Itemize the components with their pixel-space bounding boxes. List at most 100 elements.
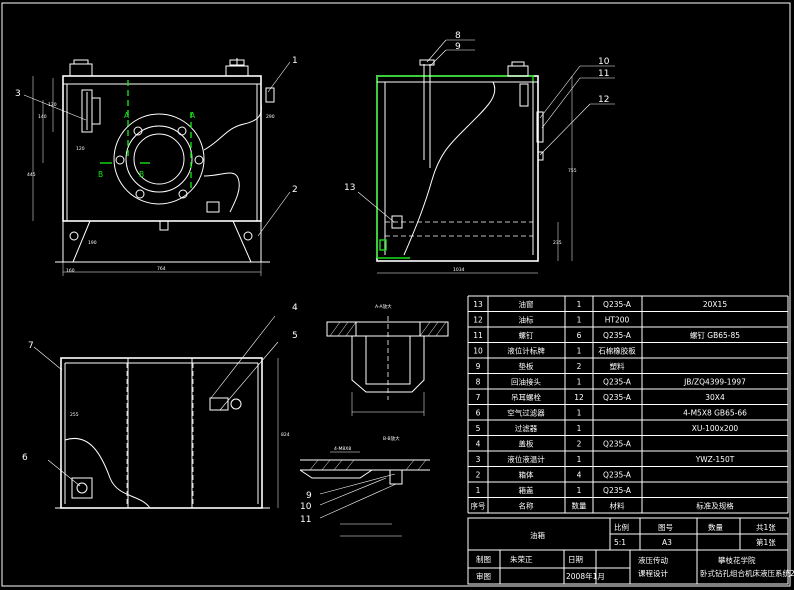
svg-text:审图: 审图 — [476, 571, 491, 581]
callout-4: 4 — [292, 303, 298, 313]
part-qty: 1 — [577, 347, 582, 356]
svg-text:课程设计: 课程设计 — [638, 568, 668, 578]
part-no: 1 — [476, 486, 481, 495]
svg-text:11: 11 — [300, 515, 311, 525]
detail-b-b: B-B放大 4-M8X8 9 10 11 — [299, 435, 430, 537]
dim-side-height: 755 — [568, 168, 577, 174]
section-mark-b-right: B — [139, 170, 144, 179]
header-no: 序号 — [471, 501, 486, 511]
part-remark: JB/ZQ4399-1997 — [683, 378, 746, 387]
callout-7: 7 — [28, 341, 34, 351]
callout-2: 2 — [292, 185, 298, 195]
svg-text:朱荣正: 朱荣正 — [510, 554, 533, 564]
part-name: 盖板 — [519, 439, 534, 449]
part-material: Q235-A — [603, 471, 632, 480]
svg-text:5:1: 5:1 — [614, 538, 626, 547]
svg-text:日期: 日期 — [568, 555, 583, 564]
header-material: 材料 — [610, 501, 625, 511]
dim-plan-depth: 824 — [281, 432, 290, 438]
part-qty: 1 — [577, 300, 582, 309]
part-remark: 4-M5X8 GB65-66 — [683, 409, 747, 418]
dim-side-width: 1034 — [453, 267, 465, 273]
part-qty: 1 — [577, 455, 582, 464]
part-no: 4 — [476, 440, 481, 449]
part-material: Q235-A — [603, 440, 632, 449]
part-material: Q235-A — [603, 486, 632, 495]
callout-6: 6 — [22, 453, 28, 463]
part-material: Q235-A — [603, 393, 632, 402]
title-block: 油箱 比例 5:1 图号 A3 数量 共1张 第1张 制图 朱荣正 日期 审图 … — [467, 517, 794, 585]
part-name: 螺钉 — [519, 330, 534, 340]
callout-5: 5 — [292, 331, 298, 341]
part-qty: 2 — [577, 362, 582, 371]
part-qty: 1 — [577, 486, 582, 495]
dim-front-height: 445 — [27, 172, 36, 178]
part-material: Q235-A — [603, 331, 632, 340]
part-no: 3 — [476, 455, 481, 464]
part-qty: 2 — [577, 440, 582, 449]
plan-view-body — [60, 357, 263, 509]
svg-text:120: 120 — [76, 146, 85, 152]
part-qty: 1 — [577, 378, 582, 387]
part-no: 5 — [476, 424, 481, 433]
svg-text:制图: 制图 — [476, 554, 491, 564]
svg-text:9: 9 — [306, 491, 312, 501]
part-material: 塑料 — [610, 361, 625, 371]
part-qty: 6 — [577, 331, 582, 340]
header-remark: 标准及规格 — [696, 501, 734, 511]
callout-9: 9 — [455, 42, 461, 52]
svg-text:A: A — [190, 111, 196, 120]
part-no: 10 — [473, 347, 483, 356]
callout-12: 12 — [598, 95, 609, 105]
header-qty: 数量 — [572, 501, 587, 511]
part-name: 吊耳螺栓 — [511, 392, 541, 402]
part-no: 2 — [476, 471, 481, 480]
part-remark: XU-100x200 — [692, 424, 739, 433]
front-view: B B A A 764 445 140 120 160 190 290 120 … — [15, 56, 298, 276]
part-remark: 螺钉 GB65-85 — [690, 330, 740, 340]
part-material: Q235-A — [603, 300, 632, 309]
detail-a-a-title: A-A放大 — [375, 303, 392, 310]
part-no: 6 — [476, 409, 481, 418]
part-material: 石棉橡胶板 — [598, 346, 636, 356]
part-name: 垫板 — [519, 361, 534, 371]
callout-8: 8 — [455, 31, 461, 41]
part-remark: 30X4 — [705, 393, 725, 402]
svg-text:290: 290 — [266, 114, 275, 120]
svg-text:数量: 数量 — [708, 522, 723, 532]
part-qty: 4 — [577, 471, 582, 480]
svg-text:卧式钻孔组合机床液压系统2#: 卧式钻孔组合机床液压系统2# — [700, 568, 794, 578]
svg-text:255: 255 — [70, 412, 79, 418]
front-foot-left — [62, 220, 91, 263]
svg-text:190: 190 — [88, 240, 97, 246]
part-qty: 1 — [577, 424, 582, 433]
svg-text:120: 120 — [48, 102, 57, 108]
part-name: 箱盖 — [519, 485, 534, 495]
svg-text:图号: 图号 — [658, 523, 673, 532]
header-name: 名称 — [519, 501, 534, 511]
svg-text:A3: A3 — [662, 538, 672, 547]
part-name: 箱体 — [519, 470, 534, 480]
callout-1: 1 — [292, 56, 298, 66]
part-qty: 1 — [577, 316, 582, 325]
svg-text:A: A — [124, 111, 130, 120]
part-name: 过滤器 — [515, 423, 538, 433]
svg-text:4-M8X8: 4-M8X8 — [334, 446, 351, 452]
part-remark: YWZ-150T — [695, 455, 735, 464]
side-view: 1034 755 235 8 9 10 11 12 13 — [344, 31, 615, 274]
side-view-body — [376, 75, 539, 262]
part-no: 13 — [473, 300, 483, 309]
callout-11: 11 — [598, 69, 609, 79]
part-name: 空气过滤器 — [507, 408, 545, 418]
part-no: 12 — [473, 316, 483, 325]
part-no: 9 — [476, 362, 481, 371]
svg-text:160: 160 — [66, 268, 75, 274]
part-name: 液位液温计 — [507, 454, 545, 464]
svg-text:第1张: 第1张 — [756, 537, 776, 547]
svg-text:液压传动: 液压传动 — [638, 555, 668, 565]
section-mark-b-left: B — [98, 170, 103, 179]
svg-text:10: 10 — [300, 502, 312, 512]
part-name: 油窗 — [519, 299, 534, 309]
